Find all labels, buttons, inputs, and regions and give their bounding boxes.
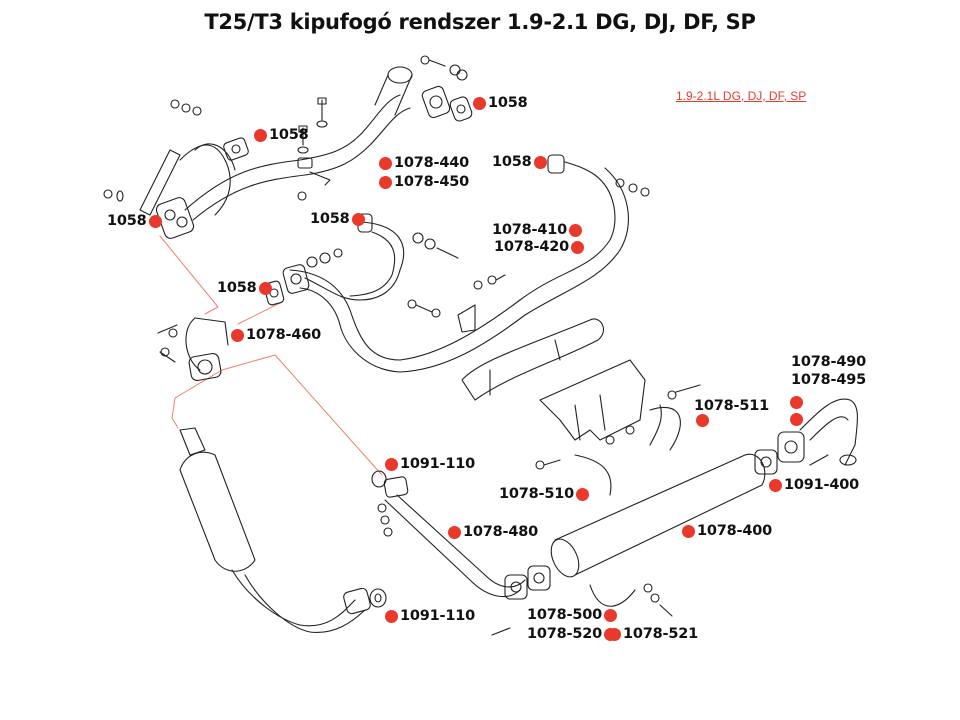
callout-1091-110-lower[interactable]: 1091-110 xyxy=(385,609,475,624)
part-number: 1078-511 xyxy=(694,398,770,414)
callout-dot[interactable] xyxy=(254,128,267,142)
callout-1078-511-label[interactable]: 1078-511 xyxy=(694,399,769,414)
callout-1058-gasket-b[interactable]: 1058 xyxy=(473,96,528,111)
heat-shield xyxy=(461,318,701,451)
callout-dot-1078-495[interactable] xyxy=(790,413,803,426)
callout-dot[interactable] xyxy=(379,156,392,170)
callout-dot[interactable] xyxy=(608,627,621,641)
part-number: 1058 xyxy=(310,211,350,227)
callout-dot-1078-511[interactable] xyxy=(696,414,709,427)
callout-1058-gasket-f[interactable]: 1058 xyxy=(217,281,272,296)
callout-1078-480[interactable]: 1078-480 xyxy=(448,525,538,540)
part-number: 1078-400 xyxy=(697,523,773,539)
callout-dot[interactable] xyxy=(379,175,392,189)
part-number: 1058 xyxy=(269,127,309,143)
connector-line xyxy=(159,235,219,315)
callout-1091-400[interactable]: 1091-400 xyxy=(769,478,859,493)
callout-dot[interactable] xyxy=(258,281,272,295)
part-number: 1091-400 xyxy=(784,477,860,493)
callout-dot[interactable] xyxy=(576,487,590,501)
callout-1078-520[interactable]: 1078-520 xyxy=(527,626,618,642)
callout-1078-521[interactable]: 1078-521 xyxy=(608,627,698,642)
callout-dot[interactable] xyxy=(571,240,585,254)
callout-1058-gasket-c[interactable]: 1058 xyxy=(107,214,162,229)
intermediate-pipe xyxy=(371,470,551,600)
catalytic-converter xyxy=(179,427,387,633)
part-number: 1078-450 xyxy=(394,174,470,190)
callout-1091-110-upper[interactable]: 1091-110 xyxy=(385,457,475,472)
part-number: 1078-420 xyxy=(494,239,570,255)
connector-line xyxy=(221,354,383,476)
part-number: 1078-521 xyxy=(623,626,699,642)
part-number: 1058 xyxy=(492,154,532,170)
callout-dot[interactable] xyxy=(533,155,547,169)
connector-line xyxy=(171,369,223,429)
front-pipe-middle xyxy=(157,154,650,382)
callout-dot[interactable] xyxy=(682,524,695,538)
page-title: T25/T3 kipufogó rendszer 1.9-2.1 DG, DJ,… xyxy=(204,10,756,34)
callout-dot[interactable] xyxy=(569,223,583,237)
callout-1078-460[interactable]: 1078-460 xyxy=(231,328,321,343)
callout-1058-gasket-e[interactable]: 1058 xyxy=(492,155,547,170)
part-number-1078-490: 1078-490 xyxy=(791,354,867,370)
tailpipe-part-numbers: 1078-490 1078-495 xyxy=(791,353,866,389)
part-number: 1078-480 xyxy=(463,524,539,540)
part-number: 1078-460 xyxy=(246,327,322,343)
part-number-1078-495: 1078-495 xyxy=(791,372,867,388)
callout-dot[interactable] xyxy=(385,609,398,623)
part-number: 1078-500 xyxy=(527,607,603,623)
callout-1078-440[interactable]: 1078-440 xyxy=(379,156,469,171)
connector-lines xyxy=(159,235,383,476)
front-pipe-upper xyxy=(103,55,473,239)
variant-link[interactable]: 1.9-2.1L DG, DJ, DF, SP xyxy=(676,89,807,103)
callout-dot[interactable] xyxy=(769,478,782,492)
callout-1058-gasket-d[interactable]: 1058 xyxy=(310,212,365,227)
callout-1058-gasket-a[interactable]: 1058 xyxy=(254,128,309,143)
connector-line xyxy=(237,301,283,325)
callout-dot[interactable] xyxy=(351,212,365,226)
callout-dot[interactable] xyxy=(473,96,486,110)
callout-1078-410[interactable]: 1078-410 xyxy=(492,222,583,238)
callout-dot-1078-490[interactable] xyxy=(790,396,803,409)
callout-dot[interactable] xyxy=(148,214,162,228)
callout-dot[interactable] xyxy=(604,608,618,622)
part-number: 1058 xyxy=(107,213,147,229)
part-number: 1078-440 xyxy=(394,155,470,171)
callout-1078-450[interactable]: 1078-450 xyxy=(379,175,469,190)
part-number: 1078-520 xyxy=(527,626,603,642)
part-number: 1091-110 xyxy=(400,456,476,472)
part-number: 1058 xyxy=(488,95,528,111)
part-number: 1058 xyxy=(217,280,257,296)
callout-1078-400[interactable]: 1078-400 xyxy=(682,524,772,539)
callout-1078-510[interactable]: 1078-510 xyxy=(499,486,590,502)
part-number: 1078-510 xyxy=(499,486,575,502)
rear-muffler xyxy=(491,398,858,636)
callout-dot[interactable] xyxy=(448,525,461,539)
callout-1078-420[interactable]: 1078-420 xyxy=(494,239,585,255)
part-number: 1078-410 xyxy=(492,222,568,238)
part-number: 1091-110 xyxy=(400,608,476,624)
callout-dot[interactable] xyxy=(385,457,398,471)
callout-1078-500[interactable]: 1078-500 xyxy=(527,607,618,623)
callout-dot[interactable] xyxy=(231,328,244,342)
